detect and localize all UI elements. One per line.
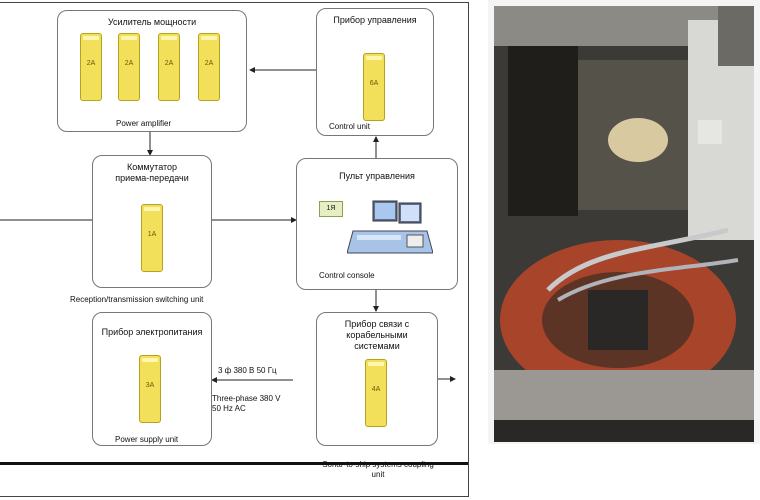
control-unit-box: Прибор управления 6A Control unit bbox=[316, 8, 434, 136]
amplifier-cabinet: 2A bbox=[118, 33, 140, 101]
power-supply-box: Прибор электропитания 3A Power supply un… bbox=[92, 312, 212, 446]
console-badge: 1Я bbox=[319, 201, 343, 217]
switching-unit-title: Коммутатор приема-передачи bbox=[115, 162, 189, 183]
control-unit-english: Control unit bbox=[329, 122, 370, 131]
amplifier-cabinet: 2A bbox=[158, 33, 180, 101]
switching-cabinet: 1A bbox=[141, 204, 163, 272]
power-supply-cabinet: 3A bbox=[139, 355, 161, 423]
control-console-box: Пульт управления 1Я Control console bbox=[296, 158, 458, 290]
power-amplifier-box: Усилитель мощности 2A 2A 2A 2A Power amp… bbox=[57, 10, 247, 132]
coupling-unit-box: Прибор связи с корабельными системами 4A bbox=[316, 312, 438, 446]
switching-unit-box: Коммутатор приема-передачи 1A bbox=[92, 155, 212, 288]
equipment-photo bbox=[488, 0, 760, 444]
bottom-divider bbox=[0, 462, 468, 465]
power-supply-english: Power supply unit bbox=[115, 435, 179, 444]
coupling-cabinet: 4A bbox=[365, 359, 387, 427]
power-amplifier-english: Power amplifier bbox=[116, 119, 172, 128]
power-input-russian: 3 ф 380 В 50 Гц bbox=[218, 366, 277, 375]
coupling-unit-title: Прибор связи с корабельными системами bbox=[344, 319, 410, 351]
control-console-title: Пульт управления bbox=[339, 171, 415, 181]
control-console-english: Control console bbox=[319, 271, 375, 280]
connector-lines bbox=[0, 67, 456, 383]
power-input-english-line1: Three-phase 380 V bbox=[212, 394, 281, 403]
amplifier-cabinet: 2A bbox=[198, 33, 220, 101]
power-supply-title: Прибор электропитания bbox=[101, 327, 203, 337]
console-workstation-icon bbox=[347, 200, 433, 254]
power-input-english-line2: 50 Hz AC bbox=[212, 404, 246, 413]
switching-unit-english: Reception/transmission switching unit bbox=[70, 295, 204, 304]
control-unit-title: Прибор управления bbox=[333, 15, 417, 25]
power-amplifier-title: Усилитель мощности bbox=[107, 17, 197, 27]
control-cabinet: 6A bbox=[363, 53, 385, 121]
amplifier-cabinet: 2A bbox=[80, 33, 102, 101]
